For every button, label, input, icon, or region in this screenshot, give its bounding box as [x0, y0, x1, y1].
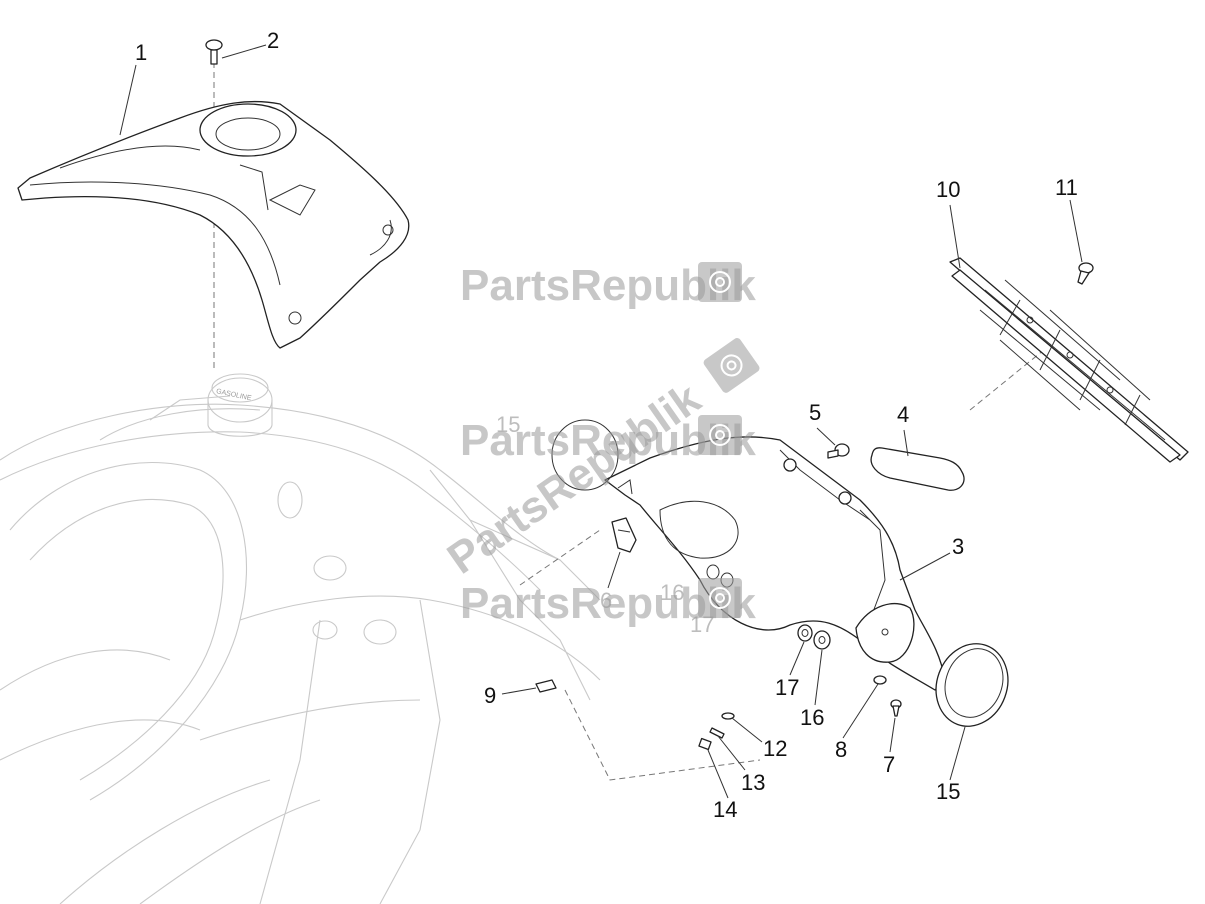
callout-8: 8	[835, 737, 847, 762]
part-5-bolt	[827, 443, 850, 459]
ghost-label-15: 15	[496, 412, 520, 437]
callout-2: 2	[267, 28, 279, 53]
callout-11: 11	[1055, 175, 1078, 200]
ghost-label-6: 6	[600, 588, 612, 613]
callout-13: 13	[741, 770, 765, 795]
callout-4: 4	[897, 402, 909, 427]
callout-14: 14	[713, 797, 737, 822]
callout-15: 15	[936, 779, 960, 804]
watermark-3: PartsRepublik	[460, 578, 756, 628]
part-7-screw	[890, 699, 902, 717]
part-8-washer	[873, 675, 887, 685]
callout-3: 3	[952, 534, 964, 559]
leader-lines	[119, 44, 1083, 799]
callout-10: 10	[936, 177, 960, 202]
gear-icon	[720, 354, 743, 377]
part-6-clip	[611, 517, 637, 553]
part-9-clip	[535, 679, 557, 693]
callout-7: 7	[883, 752, 895, 777]
fuel-cap-text: GASOLINE	[215, 388, 252, 402]
callout-17: 17	[775, 675, 799, 700]
callout-12: 12	[763, 736, 787, 761]
gear-icon	[709, 271, 731, 293]
part-15-cap	[935, 643, 1009, 727]
part-3-plate-holder	[604, 436, 946, 691]
part-12-spring	[721, 712, 735, 720]
part-2-screw	[205, 39, 223, 65]
part-17-washer	[797, 624, 813, 642]
ghost-label-16: 16	[660, 580, 684, 605]
part-11-screw	[1077, 262, 1094, 285]
gear-icon	[709, 424, 731, 446]
callout-numbers: 1 2 3 4 5 7 8 9 10 11 12 13 14 15 16 17	[135, 28, 1078, 822]
watermark-gear-box	[698, 578, 742, 618]
watermark-1: PartsRepublik	[460, 261, 756, 310]
callout-1: 1	[135, 40, 147, 65]
callout-16: 16	[800, 705, 824, 730]
watermark-gear-box	[698, 415, 742, 455]
part-14-nut	[698, 737, 712, 751]
part-10-license-plate	[949, 257, 1189, 463]
part-16-washer	[813, 630, 831, 650]
gear-icon	[709, 587, 731, 609]
callout-5: 5	[809, 400, 821, 425]
part-4-reflector	[870, 447, 965, 491]
callout-9: 9	[484, 683, 496, 708]
watermark-gear-box	[703, 338, 760, 393]
watermark-gear-box	[698, 262, 742, 302]
part-13-pin	[709, 727, 725, 739]
part-1-rear-cover	[17, 100, 410, 349]
watermark-2: PartsRepublik	[460, 415, 756, 465]
part-15-cap-ghost	[551, 419, 619, 491]
